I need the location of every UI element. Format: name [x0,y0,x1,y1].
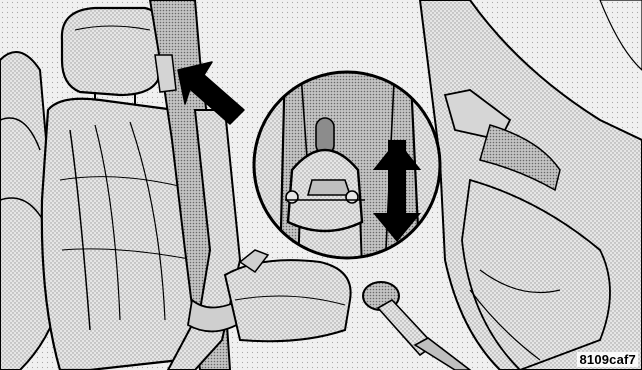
figure-code: 8109caf7 [577,352,638,367]
